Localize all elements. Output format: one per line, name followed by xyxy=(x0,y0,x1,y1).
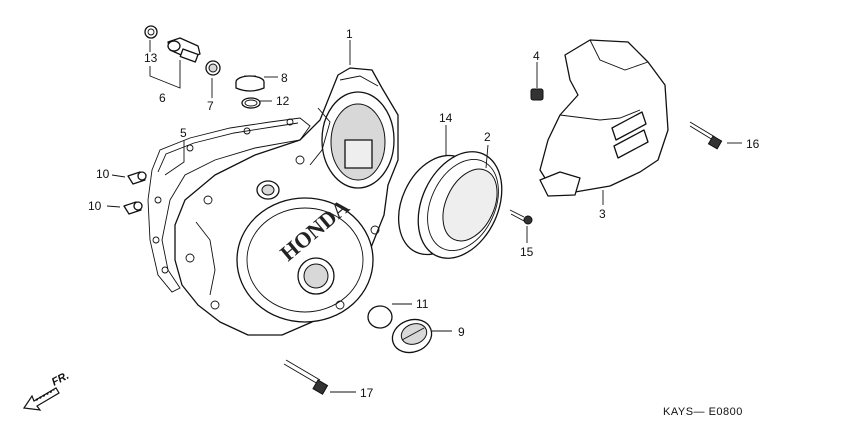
part-17-bolt xyxy=(283,359,329,395)
callout-7: 7 xyxy=(207,99,214,113)
part-6-bolt xyxy=(167,37,201,63)
callout-14: 14 xyxy=(439,111,453,125)
callout-6: 6 xyxy=(159,91,166,105)
left-crankcase-cover: HONDA xyxy=(174,67,399,336)
callout-5: 5 xyxy=(180,126,187,140)
callout-4: 4 xyxy=(533,49,540,63)
part-12-o-ring xyxy=(241,97,261,109)
callout-17: 17 xyxy=(360,386,374,400)
part-16-bolt xyxy=(689,121,723,150)
callout-3: 3 xyxy=(599,207,606,221)
callout-13: 13 xyxy=(144,51,158,65)
leader-lines xyxy=(106,40,742,393)
callout-16: 16 xyxy=(746,137,760,151)
part-2-cover xyxy=(417,151,503,259)
direction-label: FR. xyxy=(50,370,71,389)
callout-12: 12 xyxy=(276,94,290,108)
part-7-seal xyxy=(205,60,221,76)
callout-15: 15 xyxy=(520,245,534,259)
callout-8: 8 xyxy=(281,71,288,85)
cover-gasket xyxy=(147,117,311,293)
diagram-code: KAYS— E0800 xyxy=(663,406,743,418)
callout-2: 2 xyxy=(484,130,491,144)
part-13-washer xyxy=(144,25,158,39)
part-11-o-ring xyxy=(367,305,393,329)
callout-10-lower: 10 xyxy=(88,199,102,213)
part-3-sprocket-cover xyxy=(539,39,669,197)
callout-9: 9 xyxy=(458,325,465,339)
part-8-oil-filler-cap xyxy=(235,75,265,92)
part-10-dowel-pin-lower xyxy=(123,201,143,215)
part-15-bolt xyxy=(509,209,533,225)
part-4-nut xyxy=(530,88,544,101)
callout-11: 11 xyxy=(416,297,429,311)
front-direction-arrow: FR. xyxy=(22,370,71,411)
part-9-cap xyxy=(391,318,433,354)
callout-1: 1 xyxy=(346,27,353,41)
part-10-dowel-pin-upper xyxy=(127,171,147,185)
callout-10-upper: 10 xyxy=(96,167,110,181)
